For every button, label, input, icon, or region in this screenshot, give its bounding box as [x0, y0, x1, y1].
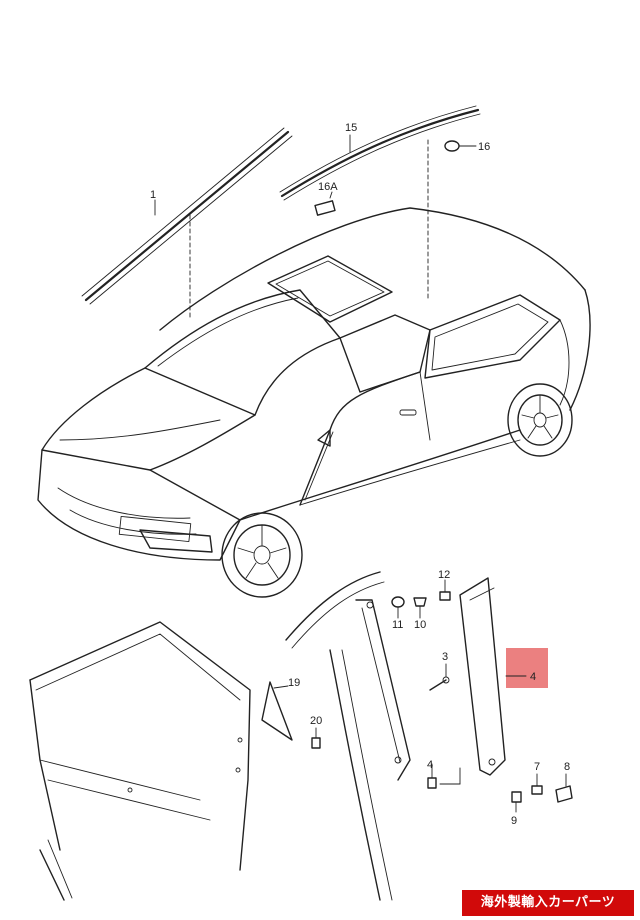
part-label-3: 3 — [442, 651, 448, 663]
part-label-16: 16 — [478, 141, 490, 153]
roof-moulding-right — [279, 105, 481, 201]
roof-clip-16a — [314, 191, 336, 216]
pillar-trim-4 — [459, 577, 506, 776]
door-frame — [29, 621, 251, 901]
part-label-20: 20 — [310, 715, 322, 727]
part-label-8: 8 — [564, 761, 570, 773]
part-label-10: 10 — [414, 619, 426, 631]
part-label-4-lower: 4 — [427, 759, 433, 771]
clip-10 — [413, 597, 427, 619]
part-label-12: 12 — [438, 569, 450, 581]
part-label-9: 9 — [511, 815, 517, 827]
screw-9 — [511, 791, 522, 813]
part-label-15: 15 — [345, 122, 357, 134]
clip-12 — [439, 579, 451, 601]
part-label-11: 11 — [392, 619, 403, 631]
footer-badge: 海外製輸入カーパーツ — [462, 890, 634, 916]
cap-8 — [555, 785, 573, 803]
roof-moulding-left — [81, 127, 293, 305]
part-label-4: 4 — [530, 671, 536, 683]
screw-4-lower — [427, 763, 437, 789]
screw-20 — [311, 727, 321, 749]
car-body — [37, 207, 591, 598]
a-pillar-body — [285, 571, 411, 901]
clip-11 — [391, 596, 405, 619]
trim-19 — [261, 681, 293, 741]
clip-7 — [531, 785, 543, 795]
highlight-box — [506, 648, 548, 688]
part-label-1: 1 — [150, 189, 156, 201]
bolt-3 — [429, 663, 450, 691]
part-label-19: 19 — [288, 677, 300, 689]
part-label-7: 7 — [534, 761, 540, 773]
part-label-16a: 16A — [318, 181, 338, 193]
roof-clip-16 — [444, 140, 477, 152]
